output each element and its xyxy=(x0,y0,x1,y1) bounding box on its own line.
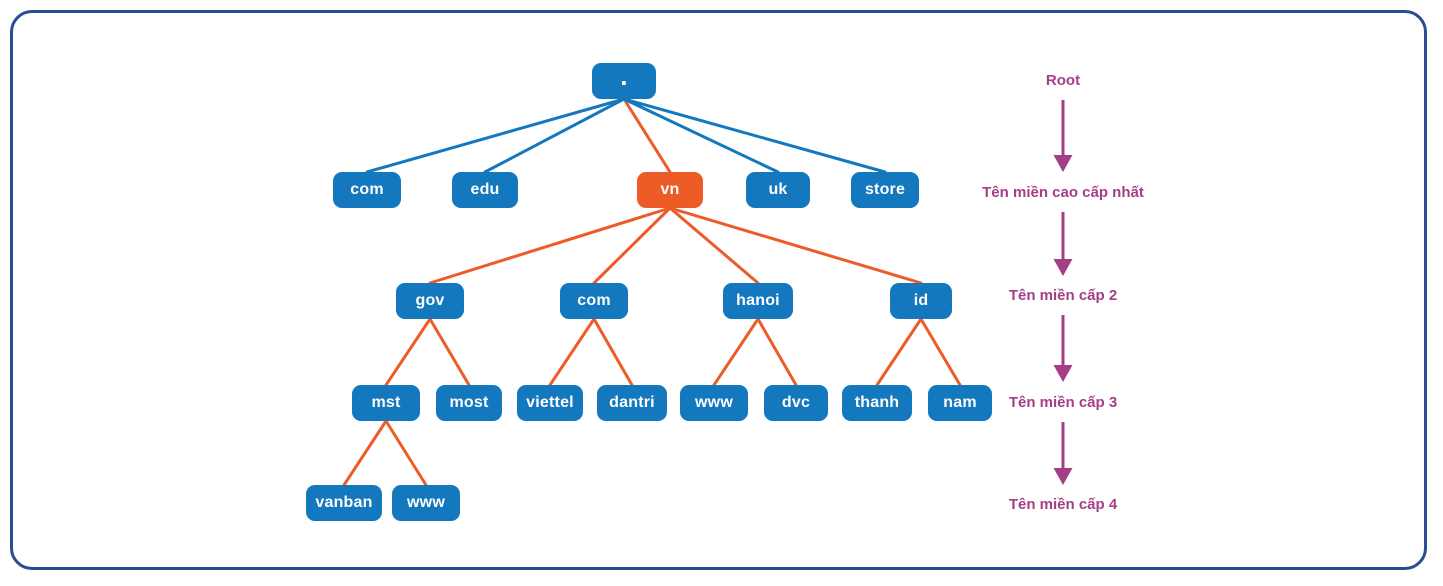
tree-node-root[interactable]: . xyxy=(592,63,656,99)
tree-node-gov[interactable]: gov xyxy=(396,283,464,319)
tree-node-hanoi[interactable]: hanoi xyxy=(723,283,793,319)
tree-node-www_hn[interactable]: www xyxy=(680,385,748,421)
tree-node-dantri[interactable]: dantri xyxy=(597,385,667,421)
tree-node-vanban[interactable]: vanban xyxy=(306,485,382,521)
tree-node-vn[interactable]: vn xyxy=(637,172,703,208)
tree-node-viettel[interactable]: viettel xyxy=(517,385,583,421)
legend-level4: Tên miền cấp 4 xyxy=(1008,496,1118,513)
legend-level2: Tên miền cấp 2 xyxy=(1008,287,1118,304)
diagram-frame-border xyxy=(10,10,1427,570)
tree-node-edu[interactable]: edu xyxy=(452,172,518,208)
tree-node-most[interactable]: most xyxy=(436,385,502,421)
tree-node-thanh[interactable]: thanh xyxy=(842,385,912,421)
tree-node-com_vn[interactable]: com xyxy=(560,283,628,319)
tree-node-com_tld[interactable]: com xyxy=(333,172,401,208)
tree-node-id[interactable]: id xyxy=(890,283,952,319)
tree-node-store[interactable]: store xyxy=(851,172,919,208)
legend-tld: Tên miền cao cấp nhất xyxy=(982,184,1144,201)
legend-level3: Tên miền cấp 3 xyxy=(1008,394,1118,411)
tree-node-nam[interactable]: nam xyxy=(928,385,992,421)
tree-node-dvc[interactable]: dvc xyxy=(764,385,828,421)
tree-node-www_mst[interactable]: www xyxy=(392,485,460,521)
tree-node-mst[interactable]: mst xyxy=(352,385,420,421)
tree-node-uk[interactable]: uk xyxy=(746,172,810,208)
legend-root: Root xyxy=(1045,72,1081,89)
